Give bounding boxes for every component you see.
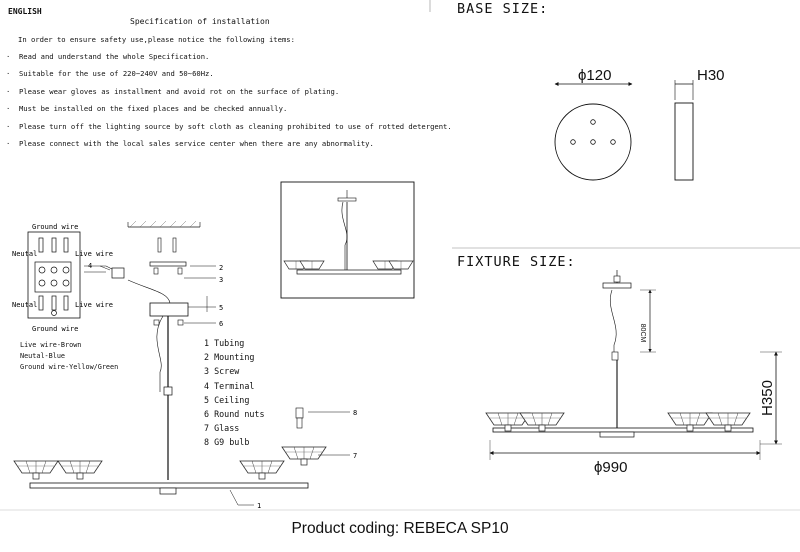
part-name: Terminal — [214, 380, 255, 391]
rules-list: · Read and understand the whole Specific… — [6, 52, 452, 156]
callout-8: 8 — [353, 409, 357, 417]
wire-color-note: Neutal-Blue — [20, 352, 66, 360]
language-label: ENGLISH — [8, 7, 42, 16]
part-name: Mounting — [214, 352, 255, 363]
overview-frame — [280, 181, 415, 299]
part-number: 2 — [204, 352, 210, 363]
bullet-icon: · — [6, 104, 19, 114]
part-name: Ceiling — [214, 394, 250, 405]
parts-list: 1 Tubing 2 Mounting 3 Screw 4 Terminal 5… — [204, 337, 265, 451]
rule-item: · Must be installed on the fixed places … — [6, 104, 452, 121]
part-number: 3 — [204, 366, 210, 377]
mounting-bracket — [149, 261, 187, 267]
callout-1: 1 — [257, 502, 261, 510]
spec-title: Specification of installation — [130, 17, 270, 26]
fixture-canopy — [602, 282, 632, 289]
terminal-block — [111, 267, 125, 279]
part-number: 7 — [204, 423, 210, 434]
base-drawing — [554, 80, 694, 181]
fixture-height-label: H350 — [759, 380, 776, 416]
rule-item: · Suitable for the use of 220−240V and 5… — [6, 69, 452, 86]
fixture-size-title: FIXTURE SIZE: — [457, 254, 576, 270]
part-item: 2 Mounting — [204, 351, 265, 365]
bullet-icon: · — [6, 121, 19, 131]
part-number: 1 — [204, 338, 210, 348]
part-item: 5 Ceiling — [204, 394, 265, 408]
part-item: 8 G9 bulb — [204, 436, 265, 450]
live-wire-label-top: Live wire — [75, 250, 113, 258]
callout-5: 5 — [219, 304, 223, 312]
rule-item: · Please wear gloves as installment and … — [6, 87, 452, 104]
callout-2: 2 — [219, 264, 223, 272]
fixture-bar — [29, 482, 309, 489]
base-hole — [590, 119, 596, 125]
ground-wire-label-top: Ground wire — [32, 223, 78, 231]
rule-item: · Please connect with the local sales se… — [6, 139, 452, 156]
part-name: Tubing — [214, 338, 245, 348]
callout-4: 4 — [88, 262, 92, 270]
intro-text: In order to ensure safety use,please not… — [18, 35, 295, 44]
rule-text: Must be installed on the fixed places an… — [18, 104, 288, 114]
base-side-view — [674, 102, 694, 181]
part-name: Round nuts — [214, 408, 265, 419]
bullet-icon: · — [6, 86, 19, 96]
bullet-icon: · — [6, 69, 19, 79]
part-item: 6 Round nuts — [204, 408, 265, 422]
fixture-width-label: ϕ990 — [594, 459, 627, 476]
rule-text: Please wear gloves as installment and av… — [18, 86, 340, 96]
fixture-bar — [492, 427, 754, 433]
part-item: 1 Tubing — [204, 337, 265, 351]
base-height-label: H30 — [697, 67, 725, 84]
callout-3: 3 — [219, 276, 223, 284]
ceiling-canopy — [149, 302, 189, 317]
rule-item: · Please turn off the lighting source by… — [6, 122, 452, 139]
wire-color-note: Ground wire-Yellow/Green — [20, 363, 119, 371]
bullet-icon: · — [6, 138, 19, 148]
product-coding: Product coding: REBECA SP10 — [291, 520, 509, 537]
wire-color-notes: Live wire-Brown Neutal-Blue Ground wire-… — [20, 340, 118, 373]
rule-text: Please turn off the lighting source by s… — [18, 121, 452, 131]
rule-text: Read and understand the whole Specificat… — [18, 52, 210, 61]
ground-wire-label-bottom: Ground wire — [32, 325, 78, 333]
part-name: Screw — [214, 366, 240, 377]
base-diameter-label: ϕ120 — [578, 67, 611, 84]
installation-drawing — [13, 220, 350, 506]
wire-color-note: Live wire-Brown — [20, 341, 82, 349]
chain-length-label: 80CM — [639, 324, 646, 343]
base-hole — [570, 139, 576, 145]
part-number: 4 — [204, 380, 210, 391]
part-item: 3 Screw — [204, 365, 265, 379]
base-hole — [610, 139, 616, 145]
rule-item: · Read and understand the whole Specific… — [6, 52, 452, 69]
base-plate-circle — [554, 103, 632, 181]
wiring-diagram — [27, 231, 115, 319]
part-number: 8 — [204, 437, 210, 448]
base-hole — [590, 139, 596, 145]
overview-drawing — [280, 181, 415, 299]
bulb — [295, 407, 304, 419]
part-item: 7 Glass — [204, 422, 265, 436]
rule-text: Suitable for the use of 220−240V and 50∼… — [18, 69, 214, 79]
neutral-label-bottom: Neutal — [12, 301, 37, 309]
callout-7: 7 — [353, 452, 357, 460]
part-name: Glass — [214, 423, 240, 434]
fixture-drawing — [485, 270, 782, 460]
live-wire-label-bottom: Live wire — [75, 301, 113, 309]
part-number: 5 — [204, 394, 210, 405]
callout-6: 6 — [219, 320, 223, 328]
bullet-icon: · — [6, 52, 19, 61]
base-size-title: BASE SIZE: — [457, 1, 549, 17]
rule-text: Please connect with the local sales serv… — [18, 138, 374, 148]
part-number: 6 — [204, 408, 210, 419]
part-name: G9 bulb — [214, 437, 250, 448]
part-item: 4 Terminal — [204, 380, 265, 394]
neutral-label-top: Neutal — [12, 250, 37, 258]
